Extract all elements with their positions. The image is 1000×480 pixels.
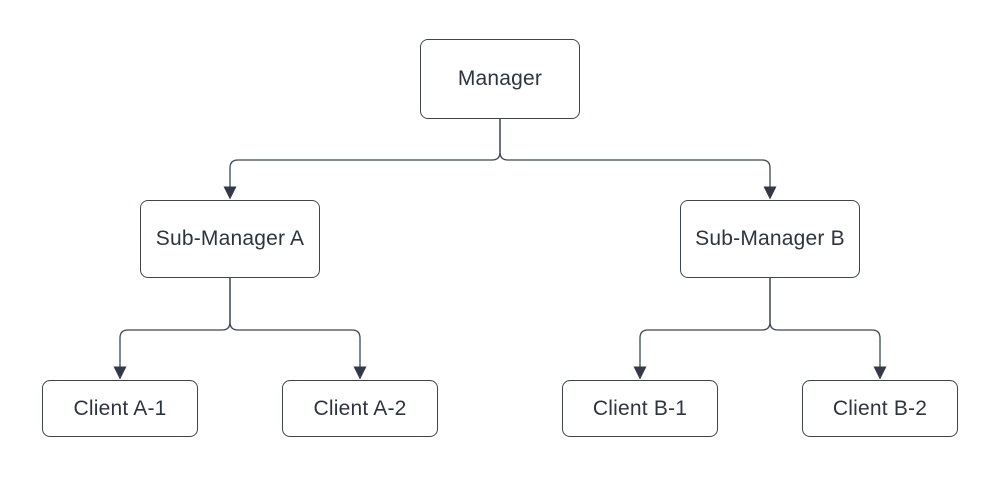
arrowhead-sub-a [223,186,237,200]
node-sub-manager-b: Sub-Manager B [680,200,860,278]
edge-manager-to-sub-a [229,119,501,187]
arrowhead-sub-b [763,186,777,200]
node-client-a2: Client A-2 [282,380,438,437]
arrowhead-client-a2 [353,366,367,380]
node-manager: Manager [420,39,580,119]
node-client-b2-label: Client B-2 [832,396,928,420]
node-client-a1-label: Client A-1 [73,396,167,420]
edge-sub-a-to-client-a2 [229,278,361,367]
edge-manager-to-sub-b [499,119,771,187]
node-client-b1: Client B-1 [562,380,718,437]
node-client-a2-label: Client A-2 [313,396,407,420]
edge-sub-b-to-client-b2 [769,278,881,367]
arrowhead-client-b1 [633,366,647,380]
arrowhead-client-a1 [113,366,127,380]
arrowhead-client-b2 [873,366,887,380]
node-sub-manager-b-label: Sub-Manager B [695,227,845,250]
edge-sub-a-to-client-a1 [119,278,231,367]
node-client-b1-label: Client B-1 [592,396,688,420]
node-sub-manager-a-label: Sub-Manager A [155,227,305,250]
node-client-b2: Client B-2 [802,380,958,437]
node-client-a1: Client A-1 [42,380,198,437]
node-manager-label: Manager [457,67,543,90]
edge-sub-b-to-client-b1 [639,278,771,367]
node-sub-manager-a: Sub-Manager A [140,200,320,278]
